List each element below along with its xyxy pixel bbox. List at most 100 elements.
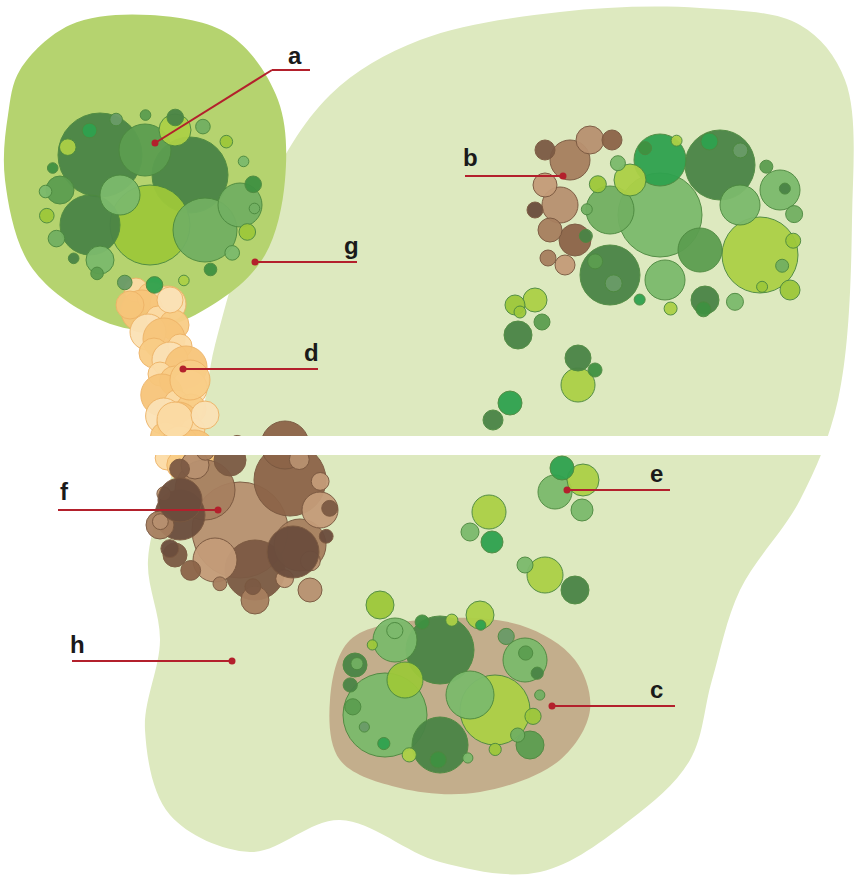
tree-crown — [580, 245, 640, 305]
tree-crown — [571, 499, 593, 521]
tree-crown — [319, 529, 333, 543]
tree-crown — [535, 690, 545, 700]
tree-crown — [68, 253, 79, 264]
tree-crown — [238, 156, 249, 167]
tree-crown — [146, 277, 163, 294]
leader-line — [552, 705, 675, 707]
callout-letter: h — [70, 633, 85, 657]
tree-crown — [191, 401, 219, 429]
tree-crown — [757, 281, 768, 292]
tree-crown — [540, 250, 556, 266]
tree-crown — [555, 255, 575, 275]
tree-crown — [225, 246, 240, 261]
tree-crown — [786, 206, 803, 223]
tree-crown — [345, 699, 361, 715]
tree-crown — [158, 478, 202, 522]
tree-crown — [645, 260, 685, 300]
tree-crown — [359, 722, 369, 732]
tree-crown — [239, 224, 256, 241]
tree-crown — [531, 667, 543, 679]
tree-crown — [561, 576, 589, 604]
tree-crown — [511, 728, 525, 742]
tree-crown — [373, 618, 417, 662]
tree-crown — [776, 259, 789, 272]
tree-crown — [343, 678, 357, 692]
leader-line — [255, 261, 357, 263]
tree-crown — [47, 163, 58, 174]
tree-crown — [786, 233, 801, 248]
leader-line — [58, 509, 218, 511]
stand-trees — [579, 130, 802, 317]
tree-crown — [504, 321, 532, 349]
leader-line — [155, 70, 272, 143]
tree-crown — [213, 577, 227, 591]
tree-crown — [498, 628, 514, 644]
tree-crown — [249, 203, 260, 214]
tree-crown — [696, 302, 711, 317]
tree-crown — [245, 176, 262, 193]
tree-crown — [565, 345, 591, 371]
tree-crown — [463, 753, 473, 763]
tree-crown — [267, 526, 319, 578]
tree-crown — [322, 500, 338, 516]
callout-letter: g — [344, 234, 359, 258]
tree-crown — [579, 229, 592, 242]
tree-crown — [527, 202, 543, 218]
leader-dot — [215, 507, 222, 514]
callout-letter: e — [650, 462, 663, 486]
tree-crown — [498, 391, 522, 415]
tree-crown — [639, 142, 652, 155]
tree-crown — [589, 176, 606, 193]
tree-crown — [415, 615, 429, 629]
tree-crown — [483, 410, 503, 430]
leader-dot — [180, 366, 187, 373]
tree-crown — [181, 561, 201, 581]
tree-crown — [170, 459, 190, 479]
tree-crown — [311, 473, 329, 491]
callout-letter: c — [650, 678, 663, 702]
tree-crown — [40, 208, 55, 223]
leader-line — [183, 368, 318, 370]
tree-crown — [59, 139, 76, 156]
callout-letter: a — [288, 44, 301, 68]
island-trees — [343, 591, 547, 773]
tree-crown — [664, 302, 677, 315]
tree-crown — [157, 402, 193, 438]
tree-crown — [780, 280, 800, 300]
tree-crown — [204, 263, 217, 276]
tree-crown — [167, 109, 184, 126]
leader-dot — [152, 140, 159, 147]
callout-letter: b — [463, 146, 478, 170]
tree-crown — [430, 752, 446, 768]
grove-trees — [39, 109, 262, 293]
tree-crown — [220, 135, 233, 148]
tree-crown — [461, 523, 479, 541]
leader-line — [272, 69, 310, 71]
tree-crown — [48, 230, 65, 247]
tree-crown — [82, 123, 97, 138]
tree-crown — [476, 620, 486, 630]
tree-crown — [588, 254, 603, 269]
tree-crown — [161, 540, 179, 558]
tree-crown — [760, 170, 800, 210]
tree-crown — [298, 578, 322, 602]
tree-crown — [481, 531, 503, 553]
tree-crown — [733, 143, 748, 158]
grove-ground — [4, 14, 286, 330]
tree-crown — [523, 288, 547, 312]
tree-crown — [489, 743, 501, 755]
tree-crown — [402, 748, 416, 762]
tree-crown — [550, 456, 574, 480]
tree-crown — [517, 557, 533, 573]
tree-crown — [170, 360, 210, 400]
tree-crown — [503, 638, 547, 682]
leader-dot — [252, 259, 259, 266]
tree-crown — [378, 737, 390, 749]
tree-crown — [387, 622, 403, 638]
tree-crown — [100, 175, 140, 215]
tree-crown — [779, 183, 790, 194]
tree-crown — [245, 579, 261, 595]
seam-band — [0, 436, 857, 455]
tree-crown — [720, 185, 760, 225]
tree-crown — [701, 133, 718, 150]
